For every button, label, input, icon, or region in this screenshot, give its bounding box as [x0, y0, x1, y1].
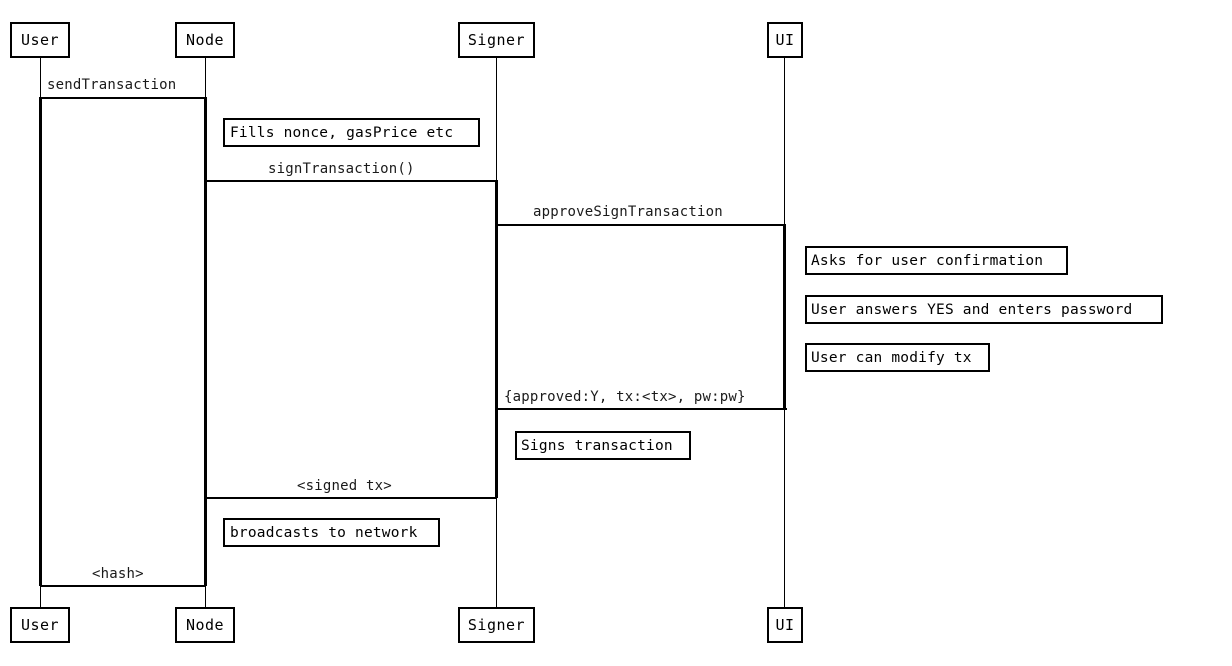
- note-text-user-can-modify: User can modify tx: [811, 350, 972, 366]
- message-line-hash: [40, 585, 206, 587]
- note-text-fills-nonce: Fills nonce, gasPrice etc: [230, 125, 454, 141]
- note-text-asks-confirmation: Asks for user confirmation: [811, 253, 1044, 269]
- participant-user-top[interactable]: User: [10, 22, 70, 58]
- note-box-user-answers-yes: [805, 295, 1163, 324]
- participant-signer-top[interactable]: Signer: [458, 22, 535, 58]
- participant-signer-bottom-label: Signer: [467, 616, 526, 634]
- message-label-approved-response: {approved:Y, tx:<tx>, pw:pw}: [504, 389, 746, 405]
- activation-node: [204, 97, 207, 586]
- activation-signer: [495, 180, 498, 498]
- participant-user-top-label: User: [20, 31, 60, 49]
- message-label-hash: <hash>: [92, 566, 144, 582]
- participant-user-bottom-label: User: [20, 616, 60, 634]
- message-line-send-transaction: [40, 97, 206, 99]
- participant-node-top-label: Node: [185, 31, 225, 49]
- message-line-sign-transaction: [205, 180, 497, 182]
- participant-node-bottom[interactable]: Node: [175, 607, 235, 643]
- activation-user: [39, 97, 42, 586]
- participant-user-bottom[interactable]: User: [10, 607, 70, 643]
- note-text-signs-transaction: Signs transaction: [521, 438, 673, 454]
- activation-ui: [783, 224, 786, 409]
- participant-signer-top-label: Signer: [467, 31, 526, 49]
- participant-ui-bottom-label: UI: [775, 616, 795, 634]
- message-line-signed-tx: [205, 497, 497, 499]
- message-label-signed-tx: <signed tx>: [297, 478, 392, 494]
- participant-ui-top-label: UI: [775, 31, 795, 49]
- message-line-approve-sign-transaction: [496, 224, 785, 226]
- message-label-approve-sign-transaction: approveSignTransaction: [533, 204, 723, 220]
- participant-ui-top[interactable]: UI: [767, 22, 803, 58]
- participant-node-bottom-label: Node: [185, 616, 225, 634]
- note-box-asks-confirmation: [805, 246, 1068, 275]
- participant-signer-bottom[interactable]: Signer: [458, 607, 535, 643]
- participant-node-top[interactable]: Node: [175, 22, 235, 58]
- note-box-user-can-modify: [805, 343, 990, 372]
- message-label-sign-transaction: signTransaction(): [268, 161, 415, 177]
- note-box-fills-nonce: [223, 118, 480, 147]
- note-box-signs-transaction: [515, 431, 691, 460]
- participant-ui-bottom[interactable]: UI: [767, 607, 803, 643]
- note-text-broadcasts-network: broadcasts to network: [230, 525, 418, 541]
- note-box-broadcasts-network: [223, 518, 440, 547]
- note-text-user-answers-yes: User answers YES and enters password: [811, 302, 1133, 318]
- message-label-send-transaction: sendTransaction: [47, 77, 177, 93]
- message-line-approved-response: [496, 408, 787, 410]
